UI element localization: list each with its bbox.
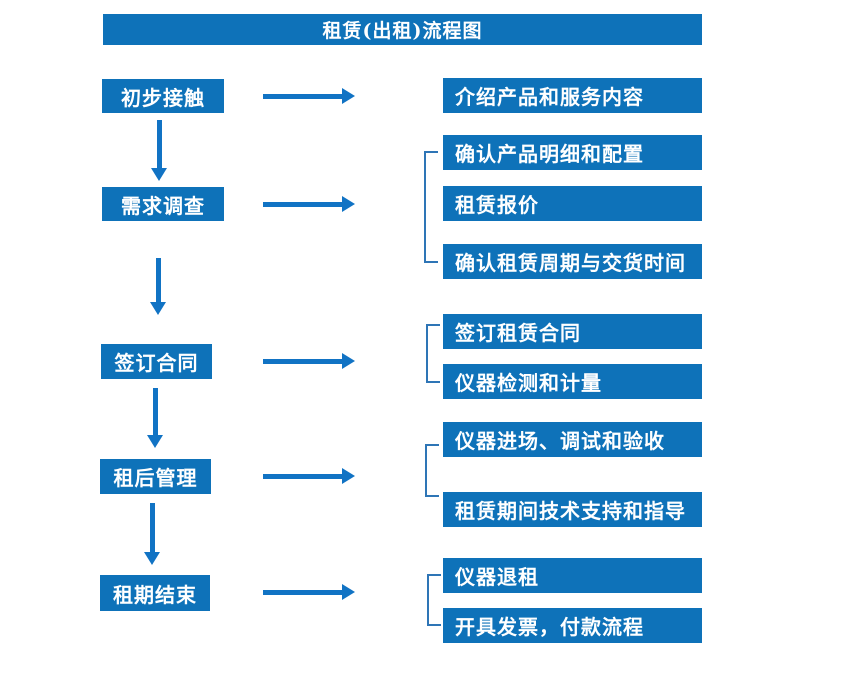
right-arrow-initial-contact (263, 88, 355, 104)
arrow-shaft (263, 94, 343, 99)
arrow-shaft (263, 359, 343, 364)
right-arrow-rental-end (263, 584, 355, 600)
down-arrow-stage4-to-stage5 (144, 503, 161, 565)
arrow-shaft (156, 258, 161, 303)
detail-box-confirm-period-delivery: 确认租赁周期与交货时间 (443, 244, 702, 279)
arrow-shaft (157, 120, 162, 169)
detail-box-rental-quotation: 租赁报价 (443, 186, 702, 221)
stage-box-initial-contact: 初步接触 (102, 79, 224, 113)
arrow-head-icon (342, 196, 355, 212)
right-arrow-post-rental-management (263, 468, 355, 484)
arrow-shaft (150, 503, 155, 553)
right-arrow-contract-signing (263, 353, 355, 369)
down-arrow-stage1-to-stage2 (151, 120, 168, 181)
detail-box-technical-support: 租赁期间技术支持和指导 (443, 492, 702, 527)
arrow-shaft (153, 388, 158, 436)
detail-box-sign-rental-contract: 签订租赁合同 (443, 314, 702, 349)
arrow-head-icon (342, 468, 355, 484)
detail-box-introduce-products-services: 介绍产品和服务内容 (443, 78, 702, 113)
stage-box-post-rental-management: 租后管理 (100, 459, 211, 494)
arrow-head-icon (342, 88, 355, 104)
detail-box-instrument-testing-calibration: 仪器检测和计量 (443, 364, 702, 399)
right-arrow-demand-survey (263, 196, 355, 212)
detail-box-confirm-product-configuration: 确认产品明细和配置 (443, 135, 702, 170)
down-arrow-stage2-to-stage3 (150, 258, 167, 315)
arrow-head-icon (147, 435, 163, 448)
stage-box-contract-signing: 签订合同 (101, 344, 212, 379)
bracket-connector-details-5-6 (426, 324, 440, 383)
arrow-head-icon (150, 302, 166, 315)
arrow-head-icon (144, 552, 160, 565)
detail-box-instrument-return: 仪器退租 (443, 558, 702, 593)
arrow-head-icon (342, 584, 355, 600)
detail-box-instrument-setup-acceptance: 仪器进场、调试和验收 (443, 422, 702, 457)
bracket-connector-details-2-4 (424, 151, 438, 263)
stage-box-demand-survey: 需求调查 (102, 187, 224, 221)
bracket-connector-details-9-10 (427, 574, 441, 626)
arrow-shaft (263, 474, 343, 479)
down-arrow-stage3-to-stage4 (147, 388, 164, 448)
arrow-shaft (263, 202, 343, 207)
stage-box-rental-end: 租期结束 (100, 575, 210, 611)
arrow-head-icon (151, 168, 167, 181)
arrow-shaft (263, 590, 343, 595)
detail-box-invoice-payment: 开具发票，付款流程 (443, 608, 702, 643)
bracket-connector-details-7-8 (425, 444, 439, 497)
flowchart-title: 租赁(出租)流程图 (103, 14, 702, 45)
arrow-head-icon (342, 353, 355, 369)
